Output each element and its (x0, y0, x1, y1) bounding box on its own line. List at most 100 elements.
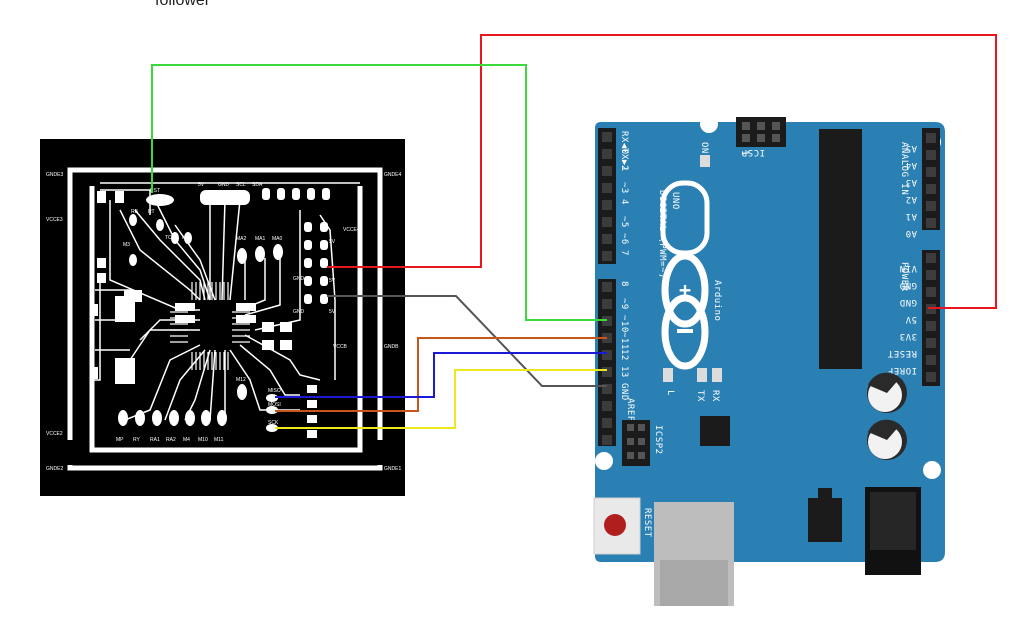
analog-pin-label: A4 (905, 160, 917, 170)
digital-pin-socket[interactable] (602, 435, 612, 445)
wire-blue-miso (275, 352, 607, 398)
pcb-label: SCK (268, 420, 279, 426)
digital-pin-socket[interactable] (602, 384, 612, 394)
usb-controller-chip (700, 416, 730, 446)
digital-pin-socket[interactable] (602, 234, 612, 244)
wire-orange-mosi (275, 337, 607, 412)
power-pin-label: GND (899, 297, 917, 307)
wire-red-5v (327, 34, 997, 309)
pcb-label: 5V (329, 309, 336, 315)
pcb-label: GNDB (384, 344, 399, 350)
analog-pin-label: A0 (905, 228, 917, 238)
power-pin-socket[interactable] (926, 372, 936, 382)
power-pin-socket[interactable] (926, 287, 936, 297)
pcb-label: GNDE3 (46, 172, 63, 178)
wires (151, 34, 997, 429)
pcb-label: MOSI (268, 402, 281, 408)
digital-pin-label: ~9 (619, 298, 629, 310)
pcb-label: 5V (329, 278, 336, 284)
power-header (922, 250, 940, 386)
analog-pin-socket[interactable] (926, 167, 936, 177)
icsp-pin1-label: 1 (739, 150, 749, 156)
analog-header (922, 128, 940, 230)
digital-pin-socket[interactable] (602, 350, 612, 360)
analog-pin-socket[interactable] (926, 201, 936, 211)
pcb-label: SDA (252, 182, 263, 188)
power-pin-label: IOREF (887, 365, 917, 375)
digital-pin-label: TX▶1 (619, 148, 629, 172)
digital-pin-label: 13 (619, 366, 629, 378)
digital-pin-socket[interactable] (602, 183, 612, 193)
svg-text:+: + (679, 278, 691, 302)
power-pin-socket[interactable] (926, 270, 936, 280)
power-pin-label: RESET (887, 348, 917, 358)
tx-label: TX (695, 390, 705, 402)
pcb-label: GND (293, 276, 305, 282)
pcb-label: MA0 (272, 236, 283, 242)
pcb-label: MA2 (236, 236, 247, 242)
digital-pin-label: 4 (619, 199, 629, 205)
reset-label: RESET (642, 508, 652, 538)
pcb-label: GND (293, 309, 305, 315)
power-pin-socket[interactable] (926, 321, 936, 331)
wire-yellow-sck (275, 369, 607, 429)
icsp-label: ICSP (741, 147, 765, 157)
digital-pin-socket[interactable] (602, 367, 612, 377)
icsp2-label: ICSP2 (653, 425, 663, 455)
analog-pin-socket[interactable] (926, 218, 936, 228)
power-pin-socket[interactable] (926, 355, 936, 365)
pcb-label: M3 (123, 242, 130, 248)
digital-pin-socket[interactable] (602, 217, 612, 227)
rx-led (712, 368, 722, 382)
pcb-label: MISO (268, 388, 281, 394)
analog-pin-socket[interactable] (926, 133, 936, 143)
power-pin-socket[interactable] (926, 338, 936, 348)
power-pin-socket[interactable] (926, 253, 936, 263)
digital-pin-label: RX◀0 (619, 131, 629, 155)
pcb-label: RA1 (150, 437, 160, 443)
digital-pin-label: ~10 (619, 315, 629, 333)
digital-pin-socket[interactable] (602, 200, 612, 210)
analog-pin-socket[interactable] (926, 184, 936, 194)
pcb-label: TC (165, 235, 172, 241)
analog-pin-socket[interactable] (926, 150, 936, 160)
analog-pin-label: A3 (905, 177, 917, 187)
digital-pin-socket[interactable] (602, 282, 612, 292)
pcb-label: 5V (329, 239, 336, 245)
model-text: UNO (670, 192, 680, 210)
digital-pin-label: 12 (619, 349, 629, 361)
power-pin-label: 5V (905, 314, 917, 324)
digital-pin-socket[interactable] (602, 251, 612, 261)
digital-pin-label: 8 (619, 281, 629, 287)
digital-pin-socket[interactable] (602, 149, 612, 159)
pcb-label: GNDE4 (384, 172, 401, 178)
digital-pin-label: 7 (619, 250, 629, 256)
digital-pin-label: ~5 (619, 216, 629, 228)
pcb-label: VCCE1 (345, 448, 362, 454)
pcb-power-traces (67, 167, 383, 471)
digital-pin-socket[interactable] (602, 132, 612, 142)
l-label: L (665, 390, 675, 396)
brand-text: Arduino (712, 280, 722, 321)
pcb-label: VCCE4 (343, 227, 360, 233)
capacitor (867, 419, 907, 460)
pcb-label: RY (133, 437, 141, 443)
caption-fragment: follower (155, 0, 211, 9)
digital-pin-socket[interactable] (602, 401, 612, 411)
on-label: ON (699, 142, 709, 154)
digital-header-top (598, 128, 616, 264)
digital-pin-label: GND (619, 383, 629, 401)
digital-pin-socket[interactable] (602, 299, 612, 309)
digital-pin-label: ~6 (619, 233, 629, 245)
digital-pin-socket[interactable] (602, 166, 612, 176)
analog-pin-sockets (926, 133, 936, 228)
icsp2-header (622, 420, 650, 466)
digital-pin-socket[interactable] (602, 418, 612, 428)
power-pin-label: VIN (899, 263, 917, 273)
pcb-label: M1 (182, 235, 189, 241)
capacitor (867, 372, 907, 413)
